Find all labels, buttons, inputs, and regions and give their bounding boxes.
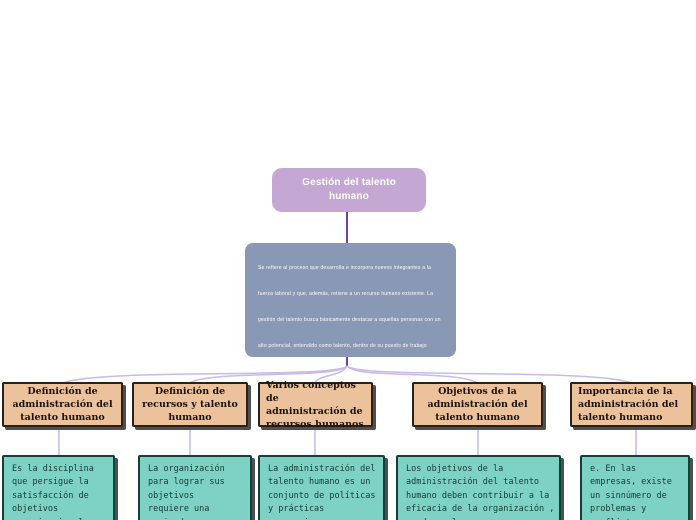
text-line: talento humano es un (268, 477, 371, 488)
root-topic-node[interactable]: Gestión del talento humano (272, 168, 426, 212)
text-line: humano (168, 412, 212, 423)
text-line: necesarias para (268, 517, 377, 520)
branch-node-objetivos[interactable]: Objetivos de la administración del talento… (412, 382, 543, 427)
detail-node-definicion-recursos[interactable]: La organización para lograr sus objetivos r… (138, 455, 252, 520)
text-line: Varios conceptos de (266, 379, 356, 404)
text-line: empresas, existe (590, 477, 672, 488)
text-line: La organización (148, 464, 225, 474)
text-line: talento humano (578, 412, 663, 423)
connector-to-branch-1 (62, 365, 348, 384)
text-line: Definición de (27, 386, 98, 397)
text-line: Es la disciplina (12, 464, 94, 474)
text-line: Se refiere al proceso que desarrolla e i… (258, 265, 432, 271)
branch-node-definicion-recursos[interactable]: Definición de recursos y talento humano (132, 382, 248, 427)
connector-to-branch-3 (314, 365, 348, 384)
text-line: Objetivos de la (438, 386, 517, 397)
text-line: un sinnúmero de (590, 490, 667, 501)
text-line: administración del (427, 399, 528, 410)
connector-to-branch-4 (346, 365, 478, 384)
text-line: y prácticas (268, 504, 325, 515)
summary-node[interactable]: Se refiere al proceso que desarrolla e i… (245, 243, 456, 357)
text-line: organizacionales, (12, 517, 107, 520)
text-line: Los objetivos de la (406, 464, 504, 474)
text-line: Importancia de la (578, 386, 673, 397)
text-line: administración de (266, 405, 363, 417)
text-line: recursos y talento (142, 399, 238, 410)
branch-node-definicion-administracion[interactable]: Definición de administración del talento h… (2, 382, 123, 427)
text-line: objetivos (148, 490, 195, 501)
text-line: ayuda a alcanzar sus (406, 517, 553, 520)
text-line: requiere una (148, 504, 210, 515)
branch-node-importancia[interactable]: Importancia de la administración del talen… (570, 382, 693, 427)
text-line: administración del talento (406, 477, 540, 488)
text-line: conflictos que (590, 517, 682, 520)
text-line: gestión del talento busca básicamente de… (258, 317, 441, 323)
text-line: Definición de (154, 386, 226, 397)
text-line: objetivos (12, 504, 59, 515)
detail-node-objetivos[interactable]: Los objetivos de la administración del ta… (396, 455, 561, 520)
text-line: problemas y (590, 504, 647, 515)
text-line: humano deben contribuir a la (406, 490, 550, 501)
text-line: administración del (578, 399, 679, 410)
text-line: fuerza laboral y que, además, retiene a … (258, 291, 434, 297)
connector-to-branch-5 (346, 365, 632, 384)
text-line: La administración del (268, 464, 376, 474)
detail-node-varios-conceptos[interactable]: La administración del talento humano es u… (258, 455, 385, 520)
text-line: serie de (148, 517, 244, 520)
connector-to-branch-2 (189, 365, 348, 384)
text-line: alto potencial, entendido como talento, … (258, 343, 427, 349)
text-line: conjunto de políticas (268, 490, 376, 501)
text-line: satisfacción de (12, 490, 89, 501)
text-line: para lograr sus (148, 477, 225, 488)
text-line: talento humano (435, 412, 520, 423)
detail-node-importancia[interactable]: e. En las empresas, existe un sinnúmero de… (580, 455, 690, 520)
text-line: administración del (12, 399, 113, 410)
text-line: recursos humanos (266, 418, 364, 430)
text-line: eficacia de la organización , (406, 504, 553, 515)
text-line: e. En las (590, 464, 637, 474)
text-line: que persigue la (12, 477, 89, 488)
detail-node-definicion-administracion[interactable]: Es la disciplina que persigue la satisfacc… (2, 455, 115, 520)
text-line: talento humano (20, 412, 105, 423)
